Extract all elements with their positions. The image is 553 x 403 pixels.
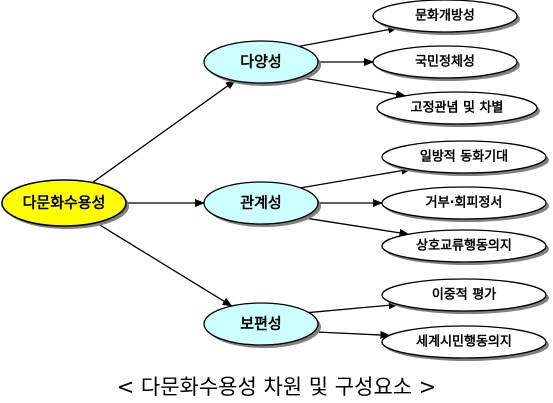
- leaf-stereotype-discrimination: 고정관념 및 차별: [410, 100, 504, 116]
- leaf-double-standard: 이중적 평가: [431, 287, 497, 303]
- arrow-branch-2-to-leaf-1: [313, 330, 391, 339]
- leaf-node-0-0: [372, 0, 518, 33]
- branch-node-1: [203, 181, 319, 225]
- leaf-node-0-1: [372, 45, 518, 79]
- arrow-branch-1-to-leaf-2: [301, 216, 410, 237]
- root-node: [1, 179, 127, 227]
- leaf-cultural-openness: 문화개방성: [415, 8, 475, 24]
- leaf-node-2-0: [381, 278, 547, 312]
- root-node-label: 다문화수용성: [22, 193, 106, 212]
- leaf-node-1-2: [381, 229, 547, 263]
- leaf-node-0-2: [376, 91, 538, 125]
- leaf-global-citizenship: 세계시민행동의지: [416, 334, 512, 350]
- arrow-branch-2-to-leaf-0: [308, 301, 399, 314]
- leaf-mutual-exchange: 상호교류행동의지: [416, 238, 512, 254]
- branch-node-0: [203, 40, 319, 84]
- leaf-national-identity: 국민정체성: [415, 54, 475, 70]
- node-relationality-label: 관계성: [240, 193, 282, 212]
- leaf-node-1-0: [381, 140, 547, 174]
- arrow-root-to-branch-2: [95, 222, 233, 307]
- figure-caption: < 다문화수용성 차원 및 구성요소 >: [116, 375, 437, 399]
- node-universality-label: 보편성: [240, 314, 282, 333]
- arrow-branch-0-to-leaf-2: [299, 76, 407, 99]
- arrow-branch-1-to-leaf-0: [300, 166, 412, 189]
- arrow-branch-0-to-leaf-0: [298, 25, 399, 48]
- node-diversity-label: 다양성: [240, 52, 282, 71]
- branch-node-2: [203, 302, 319, 346]
- leaf-one-way-assimilation: 일방적 동화기대: [419, 149, 509, 165]
- arrow-root-to-branch-0: [92, 80, 236, 184]
- leaf-rejection-avoidance: 거부·회피정서: [425, 195, 503, 211]
- leaf-node-2-1: [381, 325, 547, 359]
- leaf-node-1-1: [381, 186, 547, 220]
